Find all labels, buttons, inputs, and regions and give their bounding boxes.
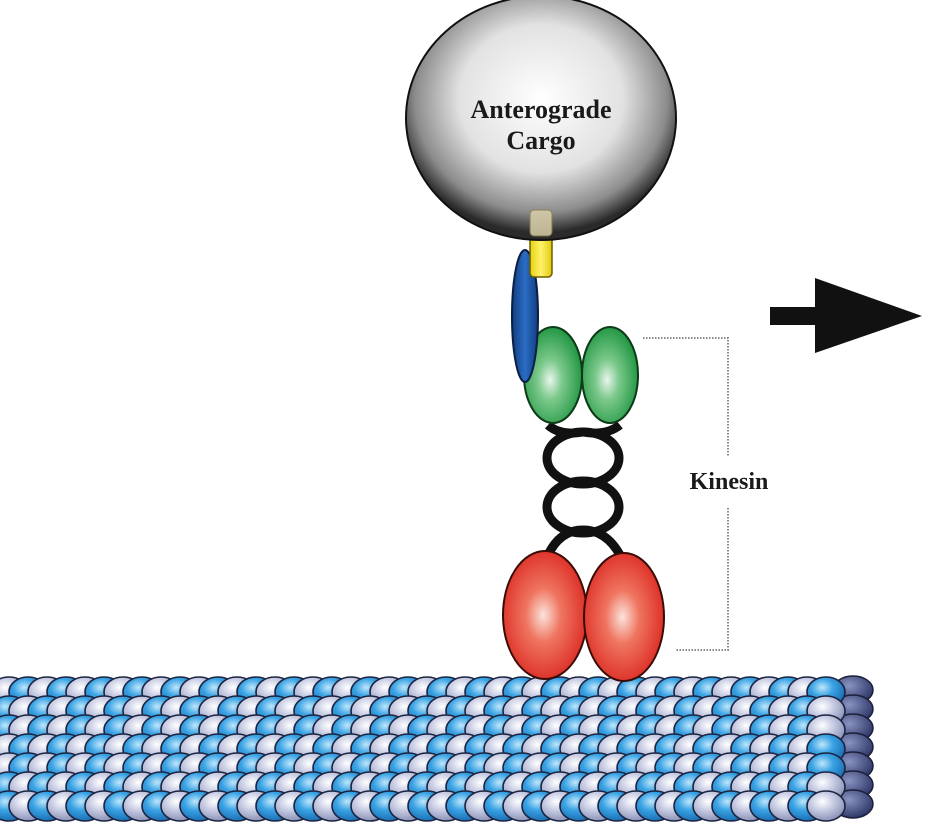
- linker-receptor: [529, 209, 553, 237]
- microtubule: [0, 675, 874, 822]
- coiled-coil-stalk: [542, 421, 624, 558]
- tail-domain-right: [581, 326, 639, 424]
- kinesin-bracket: [643, 337, 729, 651]
- cargo-label-line2: Cargo: [506, 126, 575, 155]
- right-arrow-icon: [770, 278, 922, 353]
- light-chain: [511, 249, 539, 383]
- motor-head-right: [583, 552, 665, 682]
- beta-tubulin-subunit: [806, 790, 846, 822]
- cargo-vesicle: Anterograde Cargo: [405, 0, 677, 241]
- cargo-label-line1: Anterograde: [470, 95, 611, 124]
- kinesin-label: Kinesin: [690, 469, 769, 495]
- kinesin-motor: [502, 231, 665, 682]
- motor-head-left: [502, 550, 588, 680]
